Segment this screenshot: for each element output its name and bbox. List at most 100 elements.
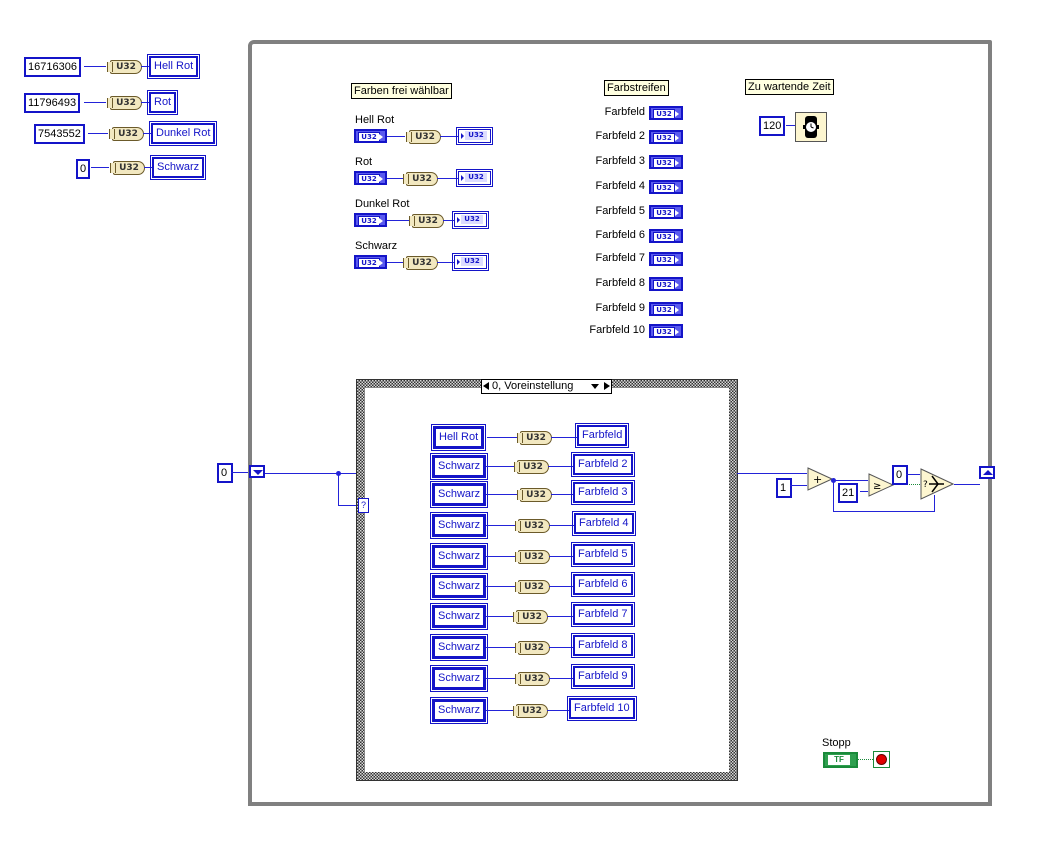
indicator-terminal-schwarz[interactable]: U32 [452,253,489,271]
add-function-icon[interactable]: + [807,467,833,491]
wire [833,511,935,512]
stop-boolean-control[interactable]: TF [823,752,858,768]
wire [833,480,834,511]
control-terminal-dunkel-rot[interactable]: U32 [354,213,387,227]
to-u32-conversion: U32 [109,127,144,141]
indicator-label-farbfeld: Farbfeld 8 [595,277,645,289]
control-terminal-schwarz[interactable]: U32 [354,255,387,269]
terminal-type: U32 [653,327,675,337]
indicator-terminal-farbfeld[interactable]: U32 [649,130,683,144]
greater-or-equal-function-icon[interactable]: ≥ [868,473,894,497]
case-source-local[interactable]: Schwarz [429,634,489,661]
wait-ms-icon[interactable] [795,112,827,142]
case-source-local[interactable]: Schwarz [429,603,489,630]
wire [440,136,458,137]
case-target-local[interactable]: Farbfeld 5 [571,542,635,567]
indicator-terminal-farbfeld[interactable]: U32 [649,324,683,338]
indicator-terminal-farbfeld[interactable]: U32 [649,252,683,266]
add-symbol: + [813,473,822,486]
select-function-icon[interactable]: ? [920,468,954,500]
case-source-local[interactable]: Schwarz [429,512,489,539]
case-source-local[interactable]: Schwarz [429,481,489,508]
increment-constant[interactable]: 1 [776,478,792,498]
case-dropdown-icon[interactable] [591,384,599,389]
terminal-type: U32 [653,158,675,168]
wire [338,505,358,506]
control-terminal-rot[interactable]: U32 [354,171,387,185]
control-terminal-hell-rot[interactable]: U32 [354,129,387,143]
max-count-constant[interactable]: 21 [838,483,859,503]
to-u32-conversion: U32 [107,96,142,110]
indicator-label-farbfeld: Farbfeld 10 [589,324,645,336]
case-target-local[interactable]: Farbfeld 2 [571,452,635,477]
wire [737,473,807,474]
previous-case-arrow-icon[interactable] [483,382,489,390]
wire [906,474,920,475]
constant-rot-value[interactable]: 11796493 [24,93,81,113]
to-u32-conversion: U32 [107,60,142,74]
wire [437,178,458,179]
shift-register-right[interactable] [979,466,995,479]
indicator-terminal-farbfeld[interactable]: U32 [649,229,683,243]
reset-constant[interactable]: 0 [892,465,908,485]
compare-symbol: ≥ [873,481,881,492]
indicator-terminal-farbfeld[interactable]: U32 [649,106,683,120]
local-rot[interactable]: Rot [146,90,179,115]
case-target-local[interactable]: Farbfeld 6 [571,572,635,597]
constant-schwarz-value[interactable]: 0 [76,159,91,179]
local-hell-rot[interactable]: Hell Rot [146,54,201,79]
wire [487,437,520,438]
wire [790,485,807,486]
wire [486,494,520,495]
local-schwarz[interactable]: Schwarz [149,155,207,180]
wire [549,647,573,648]
constant-hell-rot-value[interactable]: 16716306 [24,57,81,77]
terminal-type: U32 [465,131,487,140]
shift-register-left[interactable] [249,465,265,478]
indicator-terminal-farbfeld[interactable]: U32 [649,155,683,169]
shift-register-init-constant[interactable]: 0 [217,463,233,483]
case-source-local[interactable]: Schwarz [429,697,489,724]
wire [486,525,518,526]
local-dunkel-rot[interactable]: Dunkel Rot [148,121,218,146]
case-source-local[interactable]: Schwarz [429,573,489,600]
control-label-hell-rot: Hell Rot [355,114,395,126]
stop-control-label: Stopp [822,737,851,749]
case-source-local[interactable]: Hell Rot [430,424,487,451]
case-selector-value: 0, Voreinstellung [492,380,574,392]
to-u32-conversion: U32 [406,130,441,144]
indicator-terminal-rot[interactable]: U32 [456,169,493,187]
case-source-local[interactable]: Schwarz [429,665,489,692]
case-target-local[interactable]: Farbfeld 10 [567,696,637,721]
case-target-local[interactable]: Farbfeld 4 [572,511,636,536]
case-target-local[interactable]: Farbfeld 3 [571,480,635,505]
case-target-local[interactable]: Farbfeld 9 [571,664,635,689]
next-case-arrow-icon[interactable] [604,382,610,390]
indicator-terminal-hell-rot[interactable]: U32 [456,127,493,145]
case-source-local[interactable]: Schwarz [429,543,489,570]
indicator-terminal-farbfeld[interactable]: U32 [649,302,683,316]
terminal-type: U32 [653,255,675,265]
loop-condition-stop-icon[interactable] [873,751,890,768]
wire [231,472,248,473]
case-source-local[interactable]: Schwarz [429,453,489,480]
indicator-terminal-farbfeld[interactable]: U32 [649,277,683,291]
case-selector-terminal[interactable]: ? [358,498,369,513]
indicator-terminal-farbfeld[interactable]: U32 [649,205,683,219]
case-selector-label[interactable]: 0, Voreinstellung [481,379,612,394]
terminal-type: U32 [358,132,380,142]
indicator-terminal-dunkel-rot[interactable]: U32 [452,211,489,229]
wire [486,466,517,467]
terminal-type: U32 [653,208,675,218]
wire [549,678,573,679]
case-target-local[interactable]: Farbfeld 8 [571,633,635,658]
to-u32-conversion: U32 [403,256,438,270]
constant-dunkel-rot-value[interactable]: 7543552 [34,124,85,144]
wire [486,647,518,648]
to-u32-conversion: U32 [409,214,444,228]
wire [387,178,405,179]
indicator-terminal-farbfeld[interactable]: U32 [649,180,683,194]
case-target-local[interactable]: Farbfeld 7 [571,602,635,627]
case-target-local[interactable]: Farbfeld [574,423,630,448]
wait-time-constant[interactable]: 120 [759,116,786,136]
